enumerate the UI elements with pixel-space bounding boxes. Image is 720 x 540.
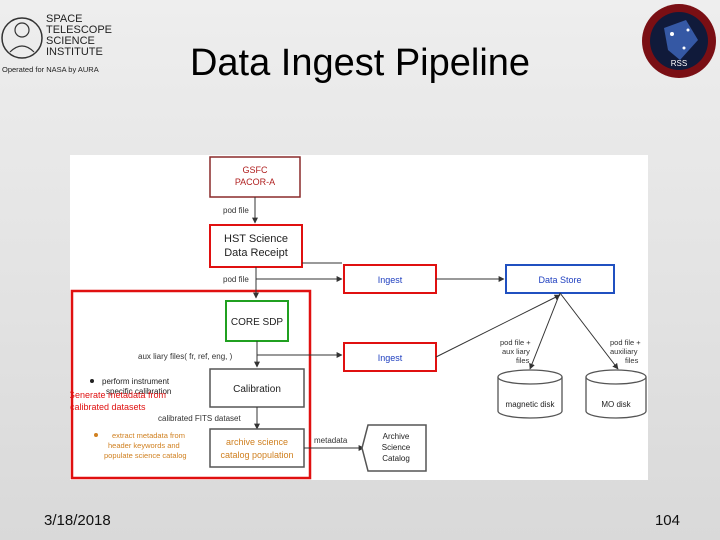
hst-label-1: HST Science <box>224 233 288 245</box>
annotation-line1: Generate metadata from <box>70 390 166 400</box>
edge-label-podaux-right-3: files <box>625 356 639 365</box>
bullet2-line1: extract metadata from <box>112 431 185 440</box>
annotation-line2: calibrated datasets <box>70 402 146 412</box>
node-archive-science-catalog: Archive Science Catalog <box>361 424 427 472</box>
mo-disk-label: MO disk <box>601 400 631 409</box>
ingest1-label: Ingest <box>378 275 403 285</box>
bullet2-line2: header keywords and <box>108 441 180 450</box>
archive-pop-label-2: catalog population <box>220 450 293 460</box>
bullet2-line3: populate science catalog <box>104 451 187 460</box>
edge-label-podaux-left-1: pod file + <box>500 338 531 347</box>
edge-label-aux: aux liary files( fr, ref, eng, ) <box>138 352 233 361</box>
node-ingest-1: Ingest <box>343 264 437 294</box>
archive-cat-label-1: Archive <box>383 432 410 441</box>
node-archive-catalog-population: archive science catalog population <box>209 428 305 468</box>
bullet1-line1: perform instrument <box>102 377 170 386</box>
bullet1-line2: specific calibration <box>106 387 171 396</box>
archive-cat-label-2: Science <box>382 443 411 452</box>
calibration-region-frame <box>70 289 312 480</box>
footer-date: 3/18/2018 <box>44 512 111 529</box>
edge-label-pod2: pod file <box>223 275 249 284</box>
node-gsfc: GSFC PACOR-A <box>209 156 301 198</box>
magnetic-disk-cylinder-icon: magnetic disk <box>497 369 563 419</box>
stsci-logo: SPACE TELESCOPE SCIENCE INSTITUTE Operat… <box>1 13 112 74</box>
bullet-metadata: extract metadata from header keywords an… <box>94 431 187 460</box>
pipeline-diagram: GSFC PACOR-A pod file HST Science Data R… <box>70 155 648 480</box>
logo-text-5: Operated for NASA by AURA <box>2 65 99 74</box>
slide-title: Data Ingest Pipeline <box>189 42 531 84</box>
logo-text-2: TELESCOPE <box>46 24 112 36</box>
patch-text: RSS <box>671 59 687 68</box>
edge-label-podaux-right-1: pod file + <box>610 338 641 347</box>
node-data-store: Data Store <box>505 264 615 294</box>
magnetic-disk-label: magnetic disk <box>506 400 556 409</box>
archive-pop-label-1: archive science <box>226 437 288 447</box>
datastore-label: Data Store <box>538 275 581 285</box>
logo-text-4: INSTITUTE <box>46 46 103 58</box>
node-ingest-2: Ingest <box>343 342 437 372</box>
hst-label-2: Data Receipt <box>224 247 288 259</box>
gsfc-label-1: GSFC <box>242 165 268 175</box>
coresdp-label: CORE SDP <box>231 317 284 328</box>
mission-patch-logo: RSS <box>642 4 716 78</box>
edge-label-metadata: metadata <box>314 436 348 445</box>
ingest2-label: Ingest <box>378 353 403 363</box>
edge-label-pod1: pod file <box>223 206 249 215</box>
stsci-seal-icon <box>1 17 43 59</box>
logo-text-3: SCIENCE <box>46 35 95 47</box>
bullet-calibration: perform instrument specific calibration <box>90 377 171 396</box>
logo-text-1: SPACE <box>46 13 82 25</box>
calibration-label: Calibration <box>233 384 281 395</box>
gsfc-label-2: PACOR-A <box>235 177 275 187</box>
edge-label-podaux-left-3: files <box>516 356 530 365</box>
mo-disk-cylinder-icon: MO disk <box>585 369 647 419</box>
edge-label-podaux-left-2: aux liary <box>502 347 530 356</box>
node-hst-science-data-receipt: HST Science Data Receipt <box>209 224 303 268</box>
archive-cat-label-3: Catalog <box>382 454 410 463</box>
node-calibration: Calibration <box>209 368 305 408</box>
edge-label-calibrated-fits: calibrated FITS dataset <box>158 414 241 423</box>
edge-label-podaux-right-2: auxiliary <box>610 347 638 356</box>
node-core-sdp: CORE SDP <box>225 300 289 342</box>
footer-page-number: 104 <box>654 512 680 529</box>
